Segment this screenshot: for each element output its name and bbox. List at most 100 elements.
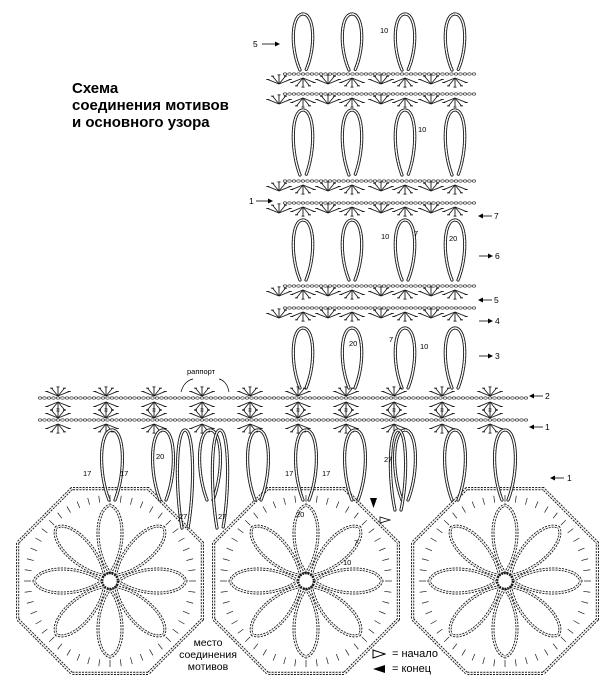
svg-text:10: 10 [381,232,389,241]
wide-fan-down-1-9 [477,423,503,434]
svg-text:10: 10 [418,125,426,134]
fan-down-1-3 [442,97,468,108]
fan-down-1-1 [339,97,365,108]
flower-motif-2 [411,487,599,675]
svg-text:17: 17 [120,469,128,478]
petal-5 [448,585,501,638]
fan-up-3-0 [266,203,292,214]
wide-fan-up-1-4 [237,408,263,419]
petal-6 [427,567,498,595]
petal-6 [228,567,299,595]
fan-up-4-2 [368,286,394,297]
bridge-loop-6 [393,428,417,502]
dot-row-upper-0 [282,72,477,76]
start-end-markers [370,498,392,524]
svg-text:7: 7 [354,538,358,547]
fan-up-4-0 [266,286,292,297]
fan-up-5-0 [266,308,292,319]
wide-fan-up-0-5 [285,386,311,397]
svg-text:17: 17 [285,469,293,478]
legend-end: = конец [372,661,438,676]
svg-text:10: 10 [380,26,388,35]
chain-loop-r3-c0 [291,326,315,390]
fan-up-3-1 [315,203,341,214]
connecting-chain-loops [100,428,517,530]
fan-down-3-2 [392,206,418,217]
svg-text:10: 10 [343,558,351,567]
motif-center [296,571,316,591]
petal-7 [53,524,106,577]
petal-4 [292,588,320,659]
motif-outline [411,487,599,675]
title-line-2: соединения мотивов [72,97,229,114]
bridge-loop-2 [198,428,222,502]
row-marker-3: 3 [479,351,500,361]
wide-fan-up-0-6 [333,386,359,397]
svg-text:20: 20 [349,339,357,348]
wide-fan-down-0-1 [93,401,119,412]
chain-loop-r1-c1 [340,108,364,177]
row-marker-1-motif: 1 [550,473,572,483]
row-marker-1-top: 1 [249,196,273,206]
chain-loop-r0-c2 [393,12,417,72]
svg-text:1: 1 [545,422,550,432]
petal-4 [491,588,519,659]
svg-text:17: 17 [83,469,91,478]
wide-fan-up-1-1 [93,408,119,419]
fan-up-2-2 [368,181,394,192]
svg-text:5: 5 [253,39,258,49]
svg-text:20: 20 [296,510,304,519]
row-marker-5: 5 [478,295,499,305]
fan-down-2-0 [290,184,316,195]
wide-fan-up-0-1 [93,386,119,397]
join-place-label: место соединения мотивов [179,637,237,673]
legend: = начало = конец [372,646,438,676]
petal-0 [96,503,124,574]
fan-up-0-2 [368,74,394,85]
bridge-loop-0 [100,428,124,502]
fan-down-0-2 [392,77,418,88]
chain-count-labels: 10 10 10 7 20 20 7 10 20 17 17 17 17 27 … [83,26,457,567]
dot-row-upper-2 [282,179,477,183]
svg-text:7: 7 [414,229,418,238]
svg-text:4: 4 [495,316,500,326]
petal-5 [53,585,106,638]
fan-down-4-2 [392,289,418,300]
chain-loop-r2-c3 [443,218,467,282]
dot-row-upper-3 [282,201,477,205]
fan-down-3-0 [290,206,316,217]
wide-fan-up-1-6 [333,408,359,419]
svg-text:20: 20 [449,234,457,243]
petal-4 [96,588,124,659]
petal-0 [292,503,320,574]
row-marker-1-right: 1 [529,422,550,432]
fan-up-2-1 [315,181,341,192]
fan-down-4-3 [442,289,468,300]
fan-down-4-1 [339,289,365,300]
fan-down-2-3 [442,184,468,195]
bridge-loop-1 [151,428,175,502]
fan-down-3-3 [442,206,468,217]
fan-up-5-2 [368,308,394,319]
bridge-loop-3 [246,428,270,502]
svg-text:17: 17 [322,469,330,478]
chain-loop-r1-c3 [443,108,467,177]
svg-text:5: 5 [494,295,499,305]
upper-panel-chain-loops [291,12,467,390]
legend-start: = начало [372,646,438,661]
bridge-loop-7 [443,428,467,502]
chain-loop-r1-c2 [393,108,417,177]
fan-down-5-0 [290,311,316,322]
fan-down-2-1 [339,184,365,195]
dot-row-upper-4 [282,284,477,288]
petal-5 [249,585,302,638]
start-triangle-icon [372,648,386,659]
svg-text:6: 6 [495,251,500,261]
svg-text:1: 1 [249,196,254,206]
legend-start-label: = начало [392,647,438,660]
fan-down-0-3 [442,77,468,88]
wide-fan-up-0-9 [477,386,503,397]
svg-text:3: 3 [495,351,500,361]
dot-row-upper-1 [282,92,477,96]
diagram-title: Схема соединения мотивов и основного узо… [72,80,229,131]
